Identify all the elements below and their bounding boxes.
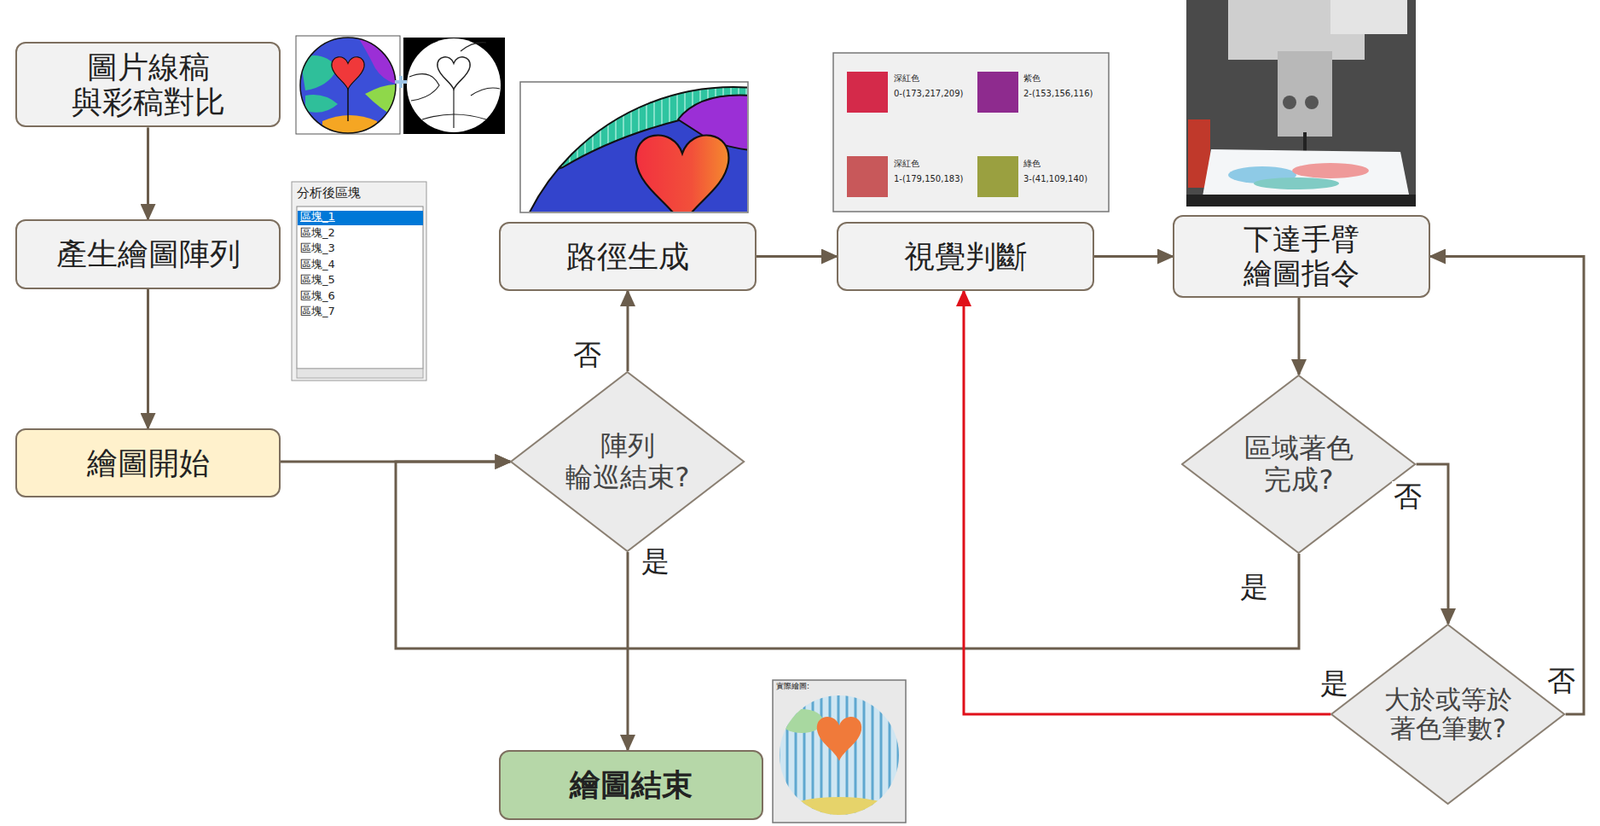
node-text: 大於或等於 著色筆數? [1374,684,1522,744]
process-box: 圖片線稿 與彩稿對比 [15,41,281,128]
color-name: 深紅色 [893,158,920,169]
process-box: 產生繪圖陣列 [15,219,281,290]
node-text: 視覺判斷 [904,238,1027,274]
list-item: 區塊_5 [300,273,336,287]
edge-label: 否 [1391,481,1424,512]
edge-label: 是 [1318,667,1351,699]
color-name: 紫色 [1023,73,1041,84]
line-art [403,37,505,134]
edge-label: 否 [571,339,603,371]
node-text: 繪圖結束 [569,766,693,802]
list-item: 區塊_7 [300,305,336,319]
process-box: 下達手臂 繪圖指令 [1172,214,1431,297]
list-item: 區塊_6 [300,289,336,303]
node-text: 圖片線稿 與彩稿對比 [25,49,271,121]
robot-photo [1186,0,1416,207]
connector [626,290,629,372]
node-text: 產生繪圖陣列 [56,236,241,272]
decision-diamond: 陣列 輪巡結束? [510,371,745,552]
list-item: 區塊_4 [300,258,336,272]
edge-label: 否 [1545,665,1577,696]
color-draft [295,35,401,137]
node-text: 下達手臂 繪圖指令 [1182,222,1421,290]
list-header: 分析後區塊 [296,185,361,201]
palette-panel [833,52,1109,212]
list-box [291,181,427,381]
color-value: 0-(173,217,209) [893,88,963,99]
connector [1094,255,1173,258]
process-box: 視覺判斷 [836,221,1095,291]
connector [756,255,837,258]
connector [1297,297,1300,375]
edge-label: 是 [1238,571,1270,603]
node-text: 陣列 輪巡結束? [554,429,702,493]
image-caption: 實際繪圖: [776,681,810,690]
list-item: 區塊_2 [300,226,336,240]
connector [626,551,629,750]
decision-diamond: 區域著色 完成? [1181,374,1416,554]
list-item: 區塊_3 [300,242,336,256]
edge-label: 是 [639,545,672,577]
connector [395,461,1299,649]
connector [146,289,150,429]
end-box: 繪圖結束 [498,749,764,820]
start-box: 繪圖開始 [15,428,281,498]
color-name: 綠色 [1023,158,1041,169]
process-box: 路徑生成 [498,221,757,291]
final-painting [772,679,906,823]
connector [146,127,150,220]
list-item: 區塊_1 [300,210,336,224]
color-value: 3-(41,109,140) [1023,173,1088,185]
color-value: 2-(153,156,116) [1023,88,1093,99]
color-value: 1-(179,150,183) [893,173,963,185]
decision-diamond: 大於或等於 著色筆數? [1330,623,1566,805]
node-text: 繪圖開始 [86,445,210,481]
node-text: 區域著色 完成? [1225,432,1373,496]
plus-sign [394,75,407,88]
color-name: 深紅色 [893,73,920,84]
node-text: 路徑生成 [566,238,690,274]
